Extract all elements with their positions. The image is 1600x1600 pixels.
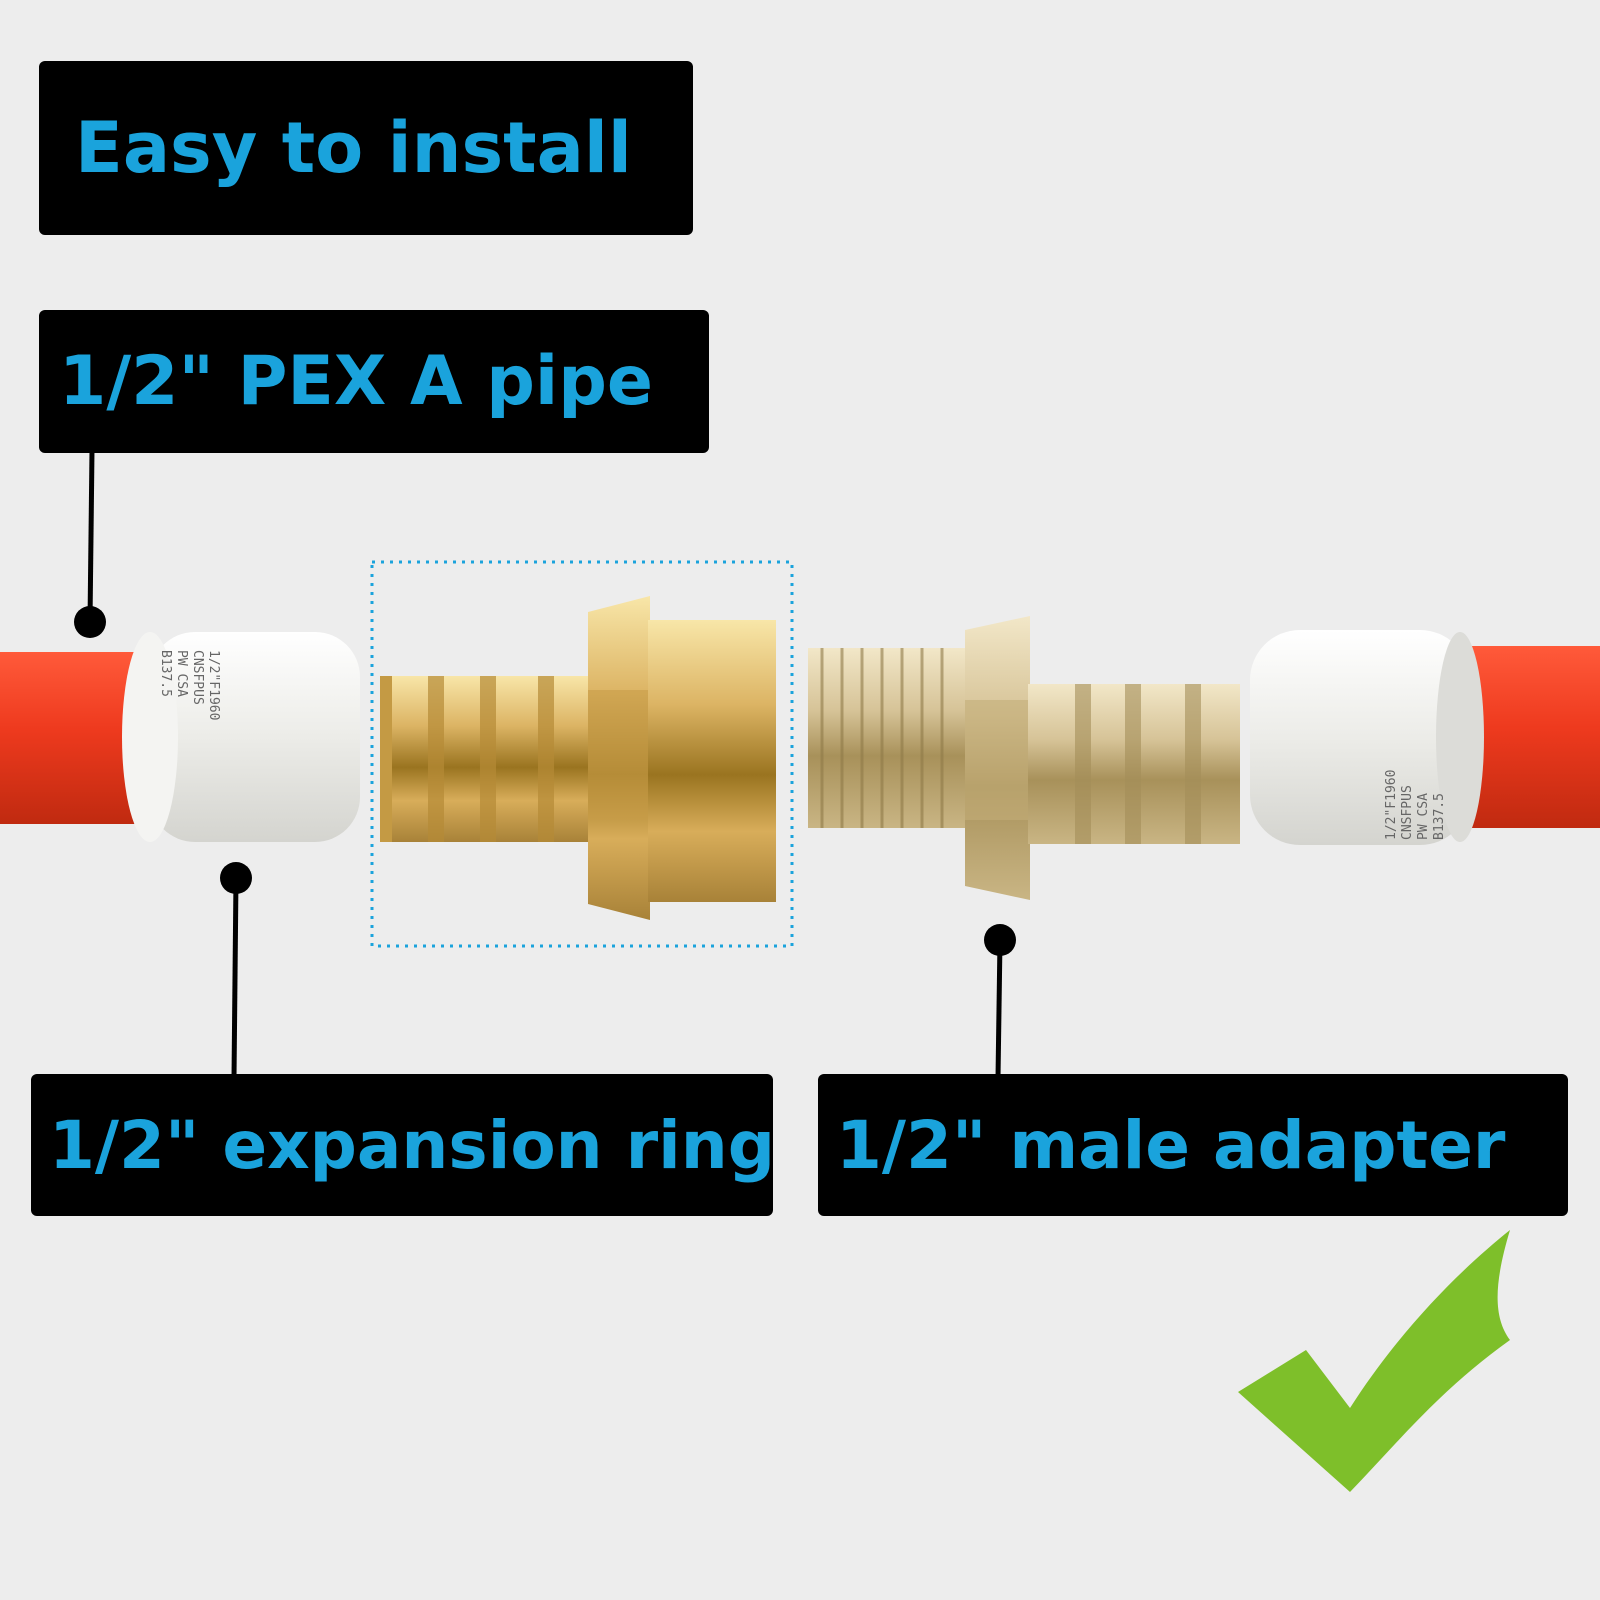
ring-marking-line: 1/2"F1960 — [1384, 770, 1399, 840]
ring-marking-line: 1/2"F1960 — [206, 650, 221, 720]
ring-marking-line: CNSFPUS — [190, 650, 205, 705]
title-label-box: Easy to install — [39, 61, 693, 235]
expansion-ring-right: 1/2"F1960 CNSFPUS PW CSA B137.5 — [1250, 630, 1484, 845]
ring-marking-line: B137.5 — [158, 650, 173, 697]
title-label: Easy to install — [75, 107, 632, 189]
female-brass-fitting — [380, 596, 776, 920]
dotted-highlight-outline — [370, 560, 794, 948]
ring-marking-line: CNSFPUS — [1400, 785, 1415, 840]
ring-label: 1/2" expansion ring — [49, 1106, 776, 1184]
male-adapter-fitting — [808, 616, 1240, 900]
ring-label-box: 1/2" expansion ring — [31, 1074, 776, 1216]
checkmark-icon — [1238, 1230, 1510, 1492]
leader-line-ring — [220, 862, 252, 1079]
ring-marking-line: B137.5 — [1432, 793, 1447, 840]
pipe-label: 1/2" PEX A pipe — [59, 342, 654, 421]
expansion-ring-left: 1/2"F1960 CNSFPUS PW CSA B137.5 — [122, 632, 360, 842]
ring-marking-line: PW CSA — [174, 650, 189, 697]
leader-line-pipe — [74, 449, 106, 638]
pipe-label-box: 1/2" PEX A pipe — [39, 310, 709, 453]
adapter-label-box: 1/2" male adapter — [818, 1074, 1568, 1216]
adapter-label: 1/2" male adapter — [836, 1106, 1506, 1184]
ring-marking-line: PW CSA — [1416, 793, 1431, 840]
leader-line-adapter — [984, 924, 1016, 1079]
